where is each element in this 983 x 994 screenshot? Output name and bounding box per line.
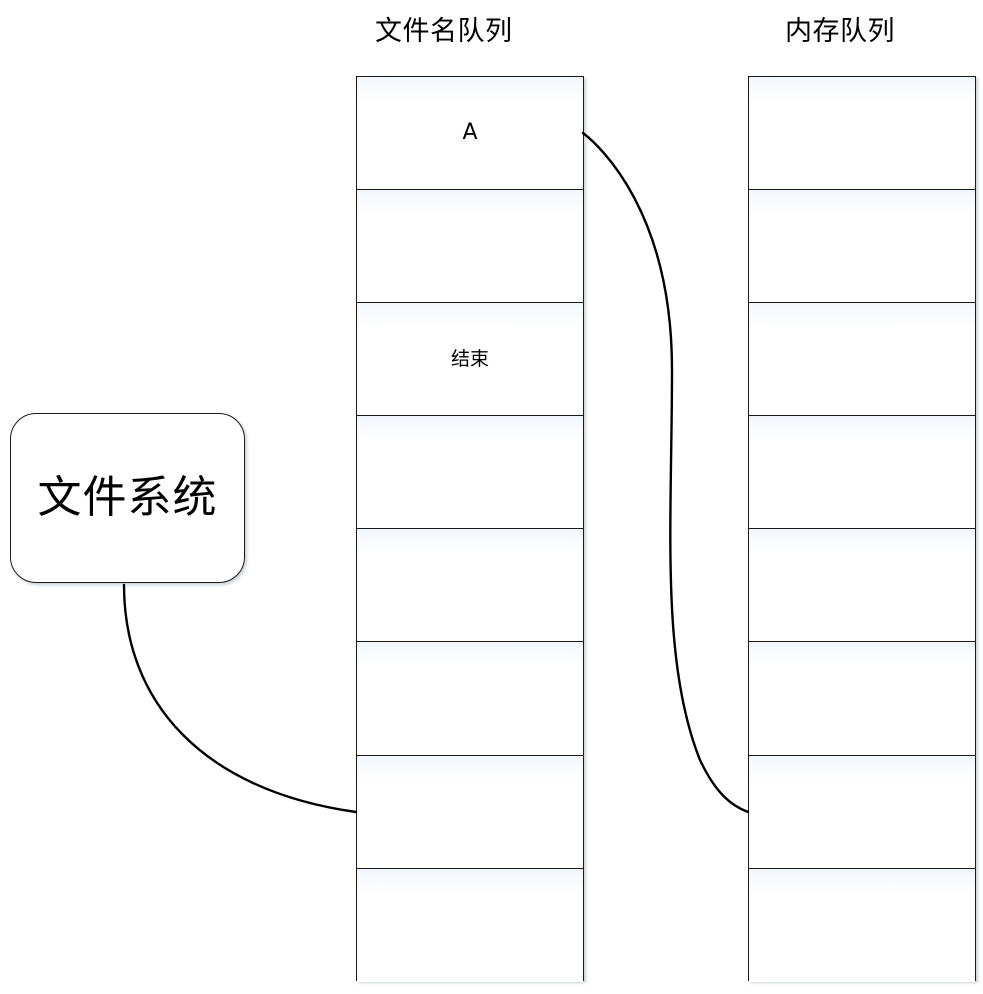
filename-queue-cell-label: A: [462, 120, 478, 146]
filename-queue-cell[interactable]: 结束: [357, 303, 583, 417]
filename-queue-cell[interactable]: A: [357, 77, 583, 191]
filename-queue-cell[interactable]: [357, 190, 583, 304]
filename-queue-column: A 结束: [356, 76, 584, 982]
filesystem-to-filename-queue-connector: [122, 583, 358, 814]
filename-queue-cell[interactable]: [357, 642, 583, 756]
filename-queue-cell-label: 结束: [450, 347, 489, 370]
memory-queue-column: [748, 76, 976, 982]
filename-queue-cell[interactable]: [357, 416, 583, 530]
filename-queue-cell[interactable]: [357, 755, 583, 869]
memory-queue-cell[interactable]: [749, 303, 975, 417]
memory-queue-cell[interactable]: [749, 755, 975, 869]
filename-queue-cell[interactable]: [357, 529, 583, 643]
memory-queue-cell[interactable]: [749, 642, 975, 756]
filename-queue-cell[interactable]: [357, 868, 583, 982]
memory-queue-cell[interactable]: [749, 529, 975, 643]
memory-queue-cell[interactable]: [749, 190, 975, 304]
filename-queue-to-memory-queue-connector: [581, 131, 750, 814]
memory-queue-cell[interactable]: [749, 868, 975, 982]
memory-queue-cell[interactable]: [749, 416, 975, 530]
filesystem-node-label: 文件系统: [37, 472, 218, 523]
filename-queue-title: 文件名队列: [375, 16, 513, 47]
filesystem-node[interactable]: 文件系统: [10, 413, 245, 583]
memory-queue-title: 内存队列: [785, 16, 895, 47]
memory-queue-cell[interactable]: [749, 77, 975, 191]
